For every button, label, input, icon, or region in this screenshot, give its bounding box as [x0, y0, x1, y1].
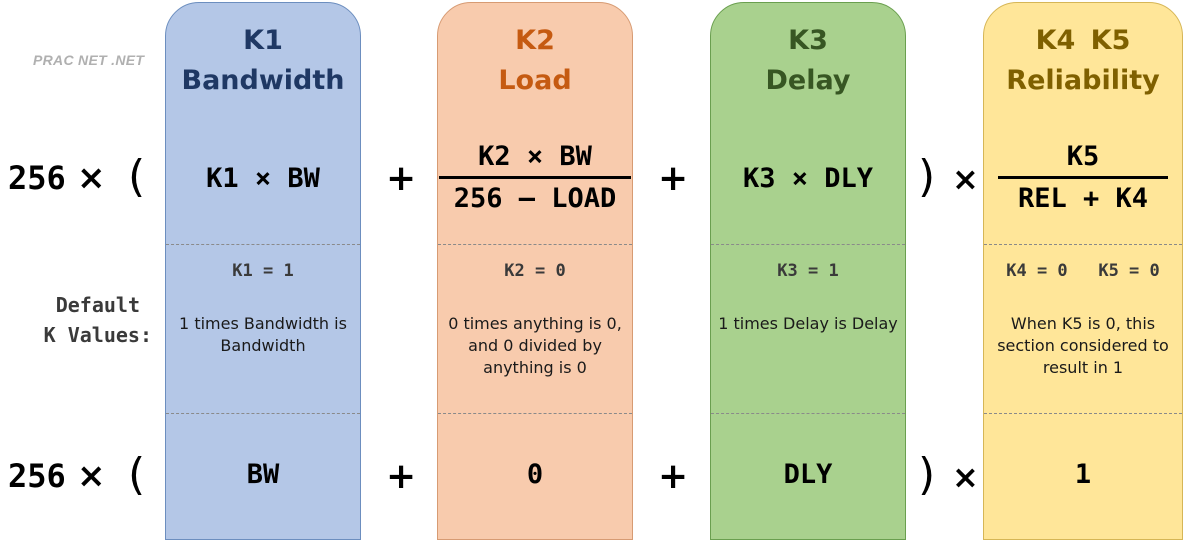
row1-plus-2: +	[658, 158, 689, 199]
row1-close-paren: )	[918, 151, 936, 202]
k1-default-value: K1 = 1	[232, 261, 294, 281]
k1-divider-1	[166, 244, 360, 245]
column-k2-load: K2 Load K2 × BW 256 – LOAD K2 = 0 0 time…	[437, 2, 633, 540]
row3-close-paren: )	[918, 449, 936, 500]
k1-header: K1 Bandwidth	[166, 21, 360, 101]
k1-divider-2	[166, 413, 360, 414]
row3-plus-2: +	[658, 456, 689, 497]
k3-name: Delay	[765, 65, 851, 96]
k2-note: 0 times anything is 0, and 0 divided by …	[448, 314, 622, 377]
k3-header: K3 Delay	[711, 21, 905, 101]
k1-name: Bandwidth	[181, 65, 345, 96]
k45-label: K4 K5	[1035, 25, 1131, 56]
k1-formula: K1 × BW	[206, 163, 320, 194]
row3-open-paren: (	[128, 449, 146, 500]
row1-times: ×	[76, 158, 106, 198]
column-k1-bandwidth: K1 Bandwidth K1 × BW K1 = 1 1 times Band…	[165, 2, 361, 540]
k2-divider-2	[438, 413, 632, 414]
row3-plus-1: +	[386, 456, 417, 497]
k45-numerator: K5	[1066, 141, 1100, 172]
row3-number: 256	[8, 457, 66, 495]
watermark-logo: PRAC NET .NET	[33, 52, 145, 68]
default-label-line2: K Values:	[43, 323, 152, 347]
k2-fraction: K2 × BW 256 – LOAD	[438, 141, 632, 214]
row1-open-paren: (	[128, 151, 146, 202]
k2-header: K2 Load	[438, 21, 632, 101]
k2-numerator: K2 × BW	[478, 141, 592, 172]
k2-name: Load	[498, 65, 572, 96]
column-k3-delay: K3 Delay K3 × DLY K3 = 1 1 times Delay i…	[710, 2, 906, 540]
k45-fraction-bar	[998, 176, 1168, 179]
k3-note: 1 times Delay is Delay	[718, 314, 898, 333]
k2-label: K2	[515, 25, 555, 56]
k45-denominator: REL + K4	[1017, 183, 1149, 214]
k2-divider-1	[438, 244, 632, 245]
row1-multiplier: 256 ×	[8, 158, 105, 198]
row1-number: 256	[8, 159, 66, 197]
k2-default-value: K2 = 0	[504, 261, 566, 281]
k3-default-value: K3 = 1	[777, 261, 839, 281]
default-k-values-label: Default K Values:	[22, 290, 152, 350]
k45-divider-1	[984, 244, 1182, 245]
k3-result: DLY	[783, 459, 833, 490]
k45-divider-2	[984, 413, 1182, 414]
k3-label: K3	[788, 25, 828, 56]
k3-divider-1	[711, 244, 905, 245]
k1-result: BW	[246, 459, 280, 490]
row1-plus-1: +	[386, 158, 417, 199]
k3-formula: K3 × DLY	[742, 163, 874, 194]
k45-name: Reliability	[1006, 65, 1160, 96]
k1-note: 1 times Bandwidth is Bandwidth	[179, 314, 347, 355]
row3-times-2: ×	[952, 458, 979, 496]
k45-header: K4 K5 Reliability	[984, 21, 1182, 101]
k2-result: 0	[526, 459, 544, 490]
k2-fraction-bar	[439, 176, 631, 179]
column-k4-k5-reliability: K4 K5 Reliability K5 REL + K4 K4 = 0 K5 …	[983, 2, 1183, 540]
row1-times-2: ×	[952, 160, 979, 198]
k2-denominator: 256 – LOAD	[453, 183, 617, 214]
row3-multiplier: 256 ×	[8, 456, 105, 496]
default-label-line1: Default	[55, 293, 140, 317]
k45-fraction: K5 REL + K4	[984, 141, 1182, 214]
row3-times: ×	[76, 456, 106, 496]
k3-divider-2	[711, 413, 905, 414]
k45-note: When K5 is 0, this section considered to…	[997, 314, 1169, 377]
k45-default-value: K4 = 0 K5 = 0	[1006, 261, 1160, 281]
k1-label: K1	[243, 25, 283, 56]
k45-result: 1	[1074, 459, 1092, 490]
